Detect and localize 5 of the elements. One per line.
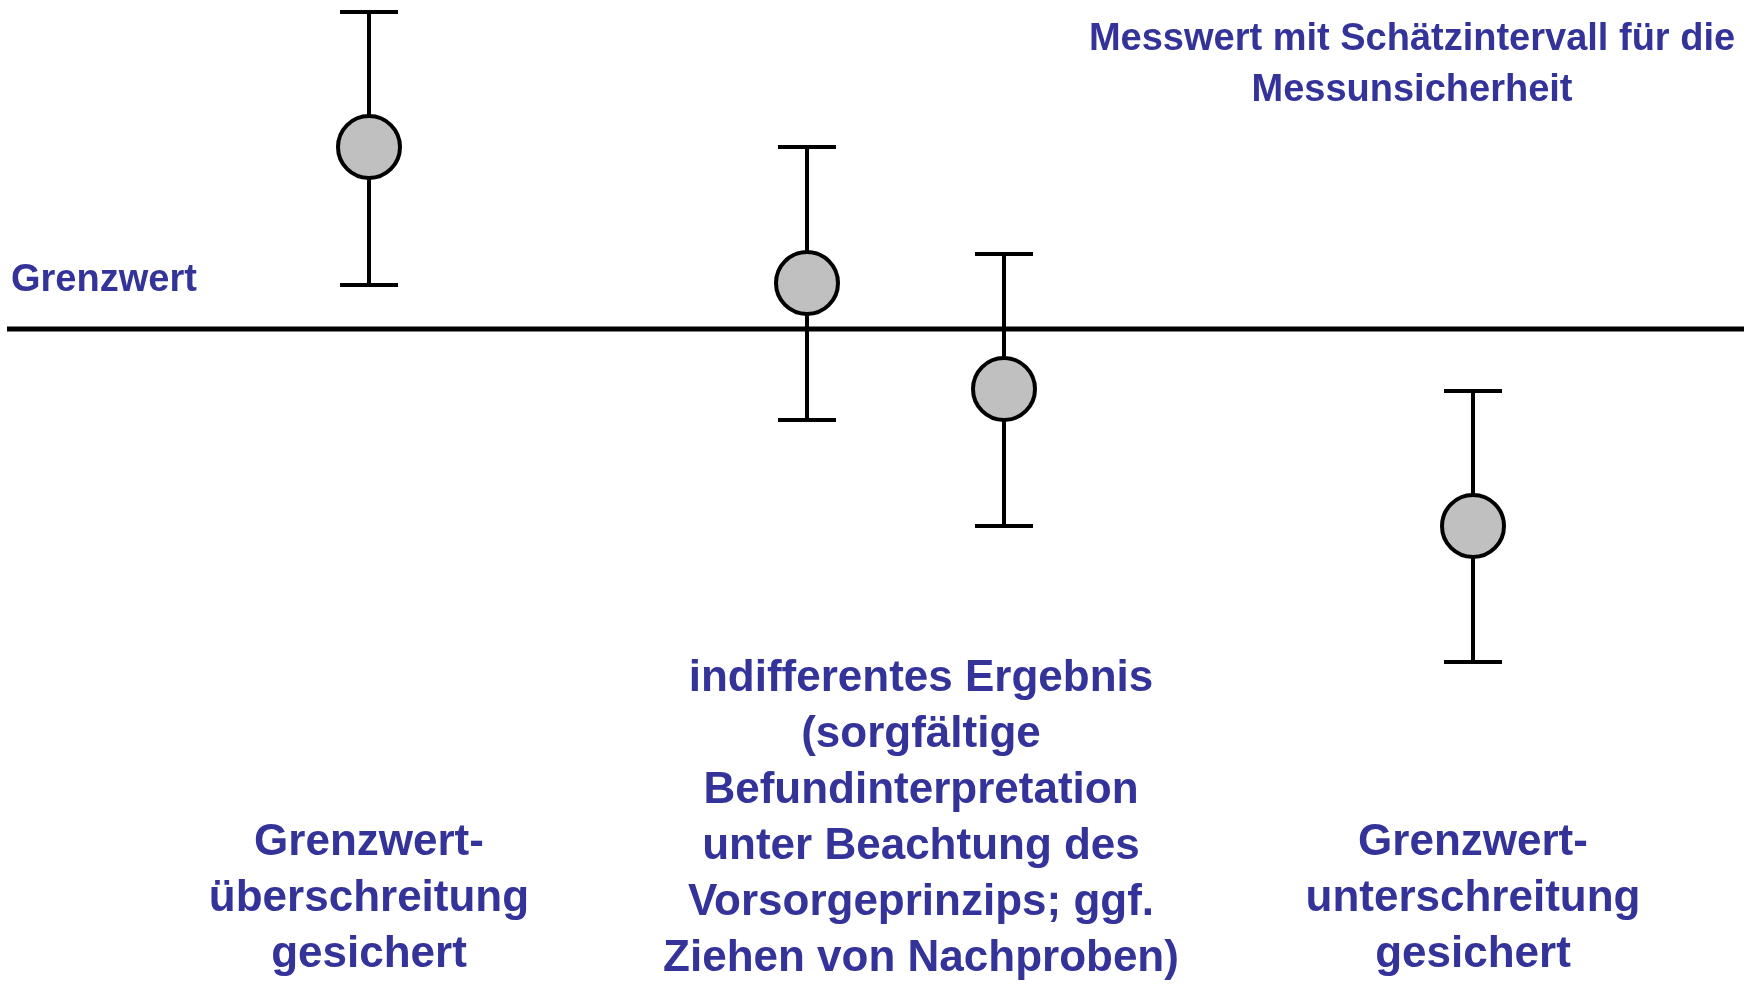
result-label: Grenzwert-unterschreitung gesichert xyxy=(1304,814,1642,978)
limit-label: Grenzwert xyxy=(11,256,197,301)
result-label: Grenzwert-überschreitung gesichert xyxy=(207,814,531,978)
result-label: indifferentes Ergebnis (sorgfältige Befundinterpretation unter Beachtung des Vorsorgeprinzips; ggf. Ziehen von Nachproben) xyxy=(662,650,1180,982)
legend-note: Messwert mit Schätzintervall für die Messunsicherheit xyxy=(1087,15,1737,111)
